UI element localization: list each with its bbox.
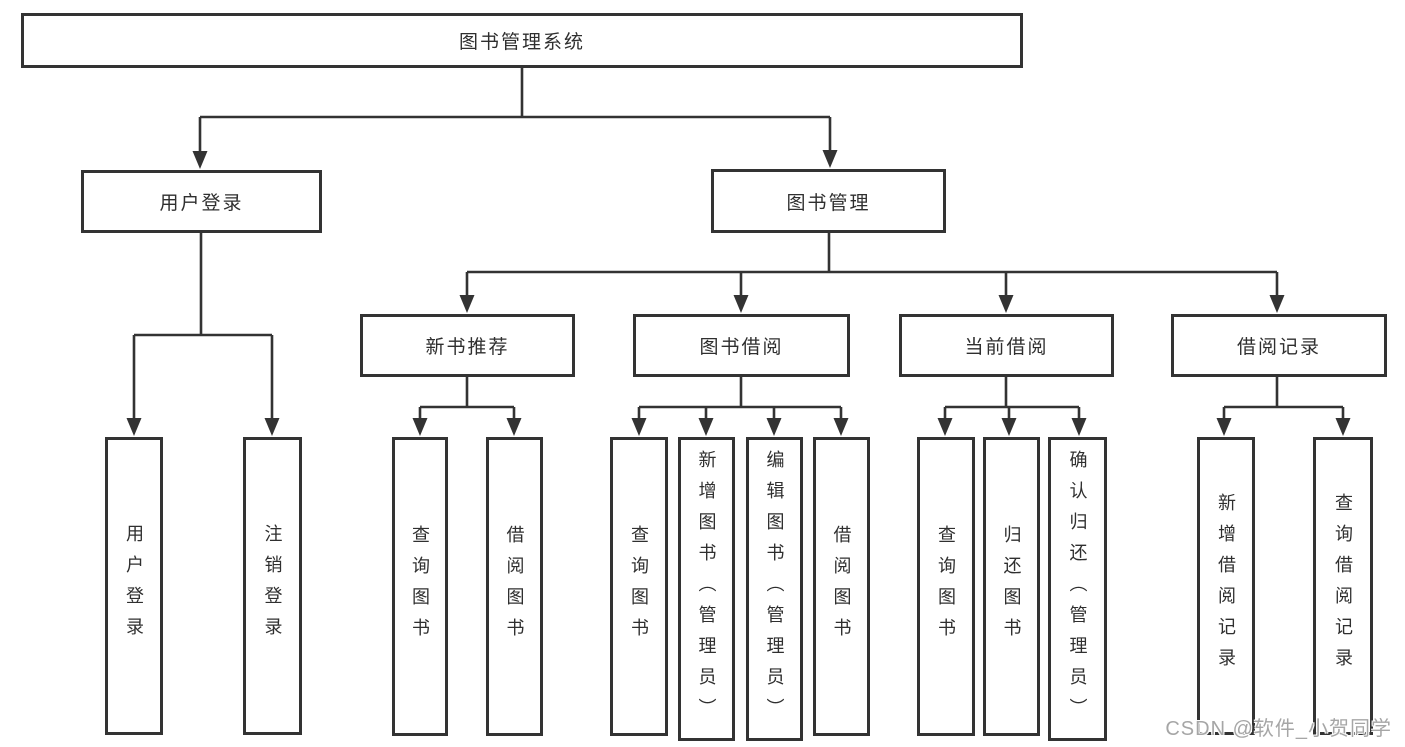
arrowhead [459,295,475,313]
connector-user-login-to-leaves [126,233,280,436]
arrowhead [766,418,782,436]
csdn-watermark: CSDN @软件_小贺同学 [1165,718,1392,740]
node-borrow-records: 借阅记录 [1171,314,1387,377]
leaf-current-query-books: 查询图书 [917,437,975,736]
arrowhead [1001,418,1017,436]
connector-root-to-level2 [192,65,838,169]
arrowhead [698,418,714,436]
arrowhead [412,418,428,436]
arrowhead [822,150,838,168]
leaf-recommend-query-books: 查询图书 [392,437,448,736]
arrowhead [631,418,647,436]
node-root-library-system: 图书管理系统 [21,13,1023,68]
leaf-borrow-query-books: 查询图书 [610,437,668,736]
connector-borrow-records-to-leaves [1216,377,1351,436]
node-new-book-recommend: 新书推荐 [360,314,575,377]
leaf-return-books: 归还图书 [983,437,1040,736]
arrowhead [1216,418,1232,436]
arrowhead [998,295,1014,313]
node-user-login: 用户登录 [81,170,322,233]
leaf-add-book-admin: 新增图书（管理员） [678,437,735,741]
leaf-borrow-books: 借阅图书 [813,437,870,736]
leaf-logout: 注销登录 [243,437,302,735]
leaf-query-borrow-record: 查询借阅记录 [1313,437,1373,735]
connector-book-management-to-level3 [459,233,1285,313]
connector-book-borrow-to-leaves [631,377,849,436]
arrowhead [833,418,849,436]
leaf-edit-book-admin: 编辑图书（管理员） [746,437,803,741]
connector-current-borrow-to-leaves [937,377,1087,436]
arrowhead [264,418,280,436]
arrowhead [733,295,749,313]
arrowhead [126,418,142,436]
connector-new-book-recommend-to-leaves [412,377,522,436]
leaf-recommend-borrow-books: 借阅图书 [486,437,543,736]
arrowhead [1269,295,1285,313]
arrowhead [1071,418,1087,436]
arrowhead [1335,418,1351,436]
arrowhead [937,418,953,436]
node-current-borrow: 当前借阅 [899,314,1114,377]
leaf-add-borrow-record: 新增借阅记录 [1197,437,1255,735]
leaf-confirm-return-admin: 确认归还（管理员） [1048,437,1107,741]
leaf-user-login: 用户登录 [105,437,163,735]
node-book-borrow: 图书借阅 [633,314,850,377]
node-book-management: 图书管理 [711,169,946,233]
arrowhead [192,151,208,169]
arrowhead [506,418,522,436]
